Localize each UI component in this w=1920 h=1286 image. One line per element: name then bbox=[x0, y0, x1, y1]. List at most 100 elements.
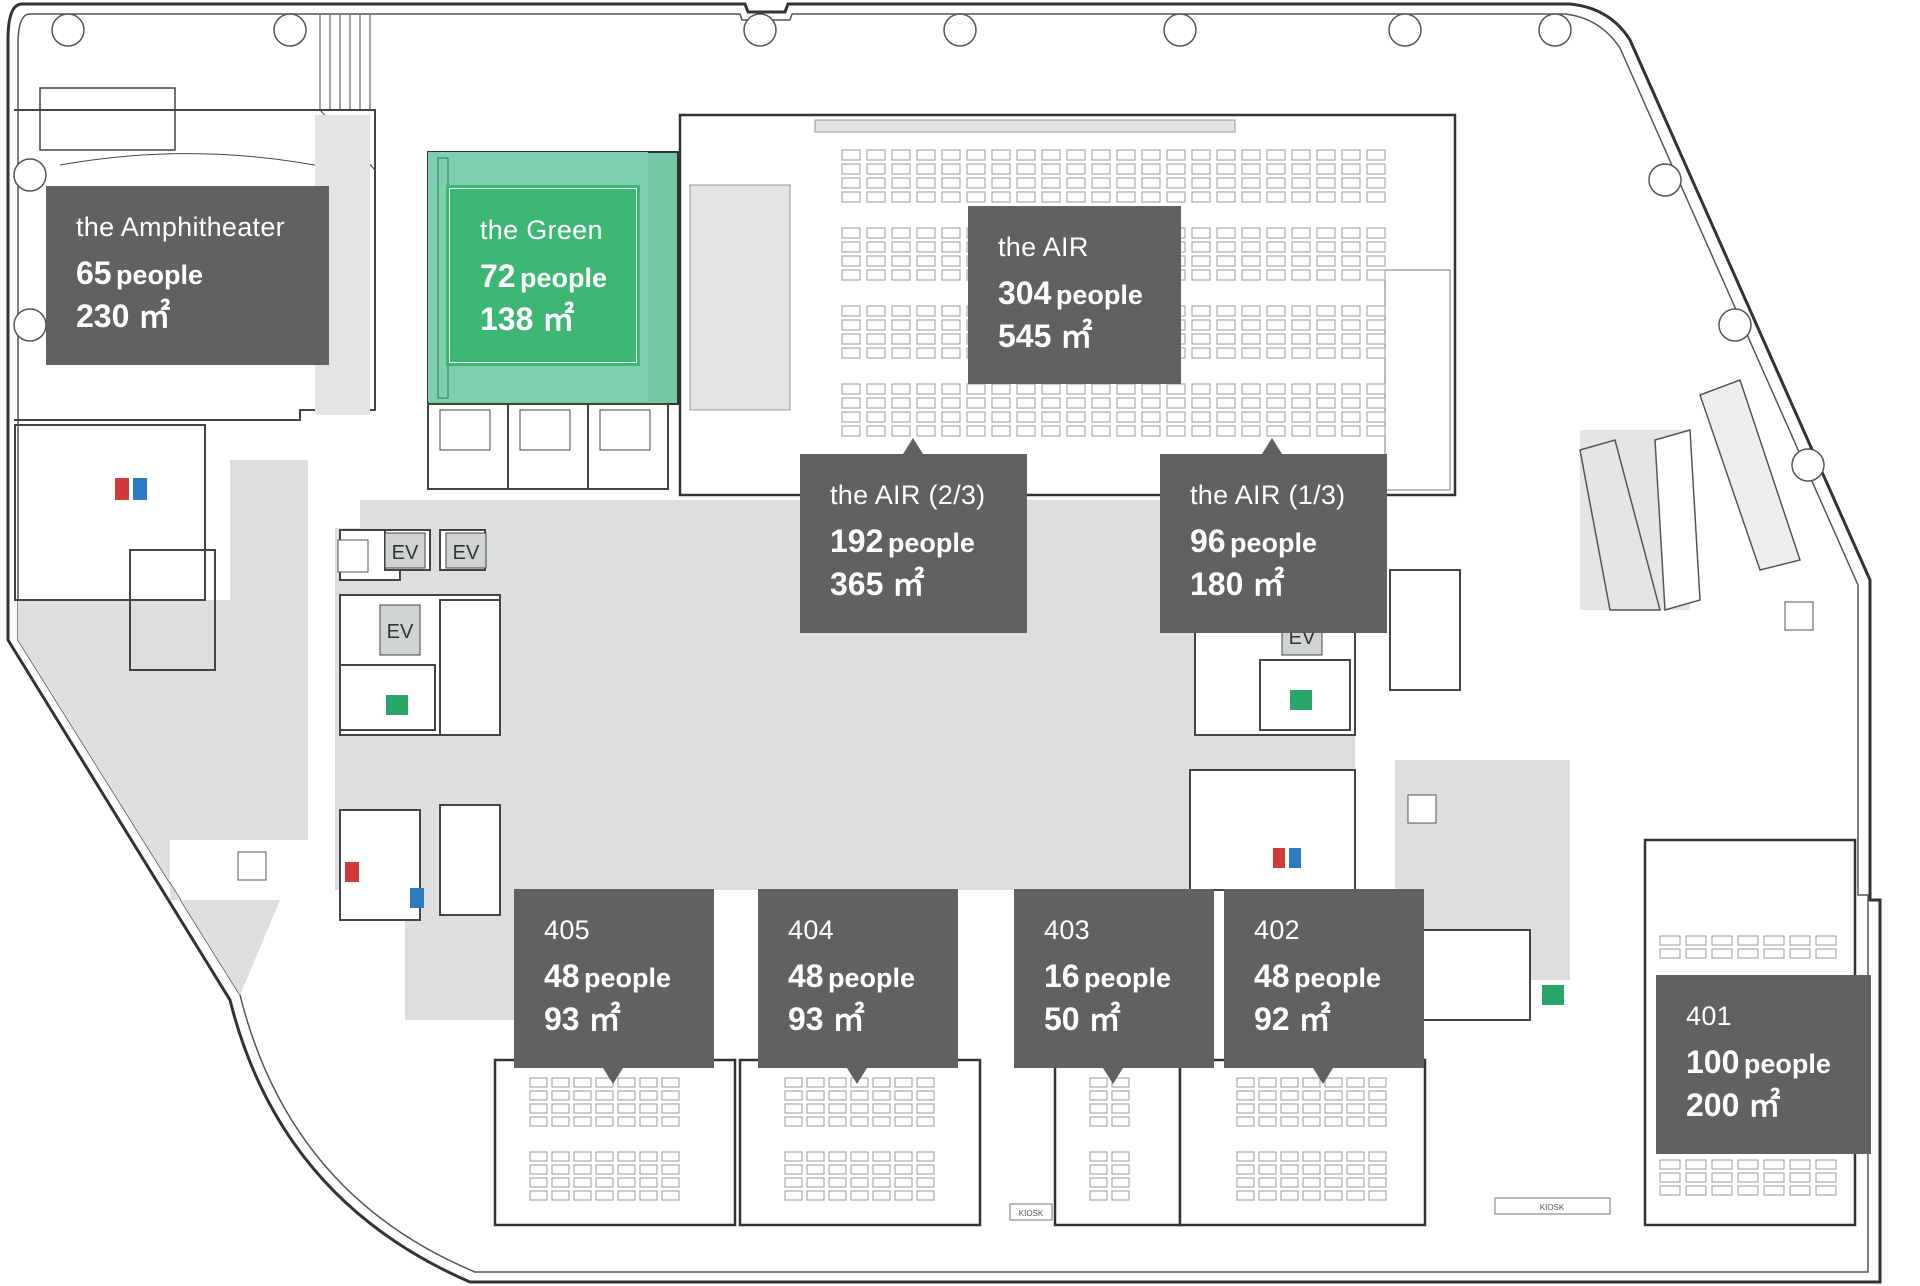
seat bbox=[1291, 227, 1311, 239]
seat bbox=[850, 1190, 869, 1201]
seat bbox=[894, 1077, 913, 1088]
seat bbox=[891, 227, 911, 239]
seat bbox=[941, 269, 961, 281]
seat bbox=[1066, 163, 1086, 175]
seat bbox=[617, 1177, 636, 1188]
seat bbox=[1191, 241, 1211, 253]
room-label-405[interactable]: 405 48 people 93 ㎡ bbox=[514, 889, 714, 1068]
seat bbox=[1191, 397, 1211, 409]
column bbox=[1648, 163, 1682, 197]
seat bbox=[1368, 1151, 1387, 1162]
seat bbox=[1191, 333, 1211, 345]
seat bbox=[1089, 1103, 1108, 1114]
seat bbox=[639, 1164, 658, 1175]
seat bbox=[1116, 191, 1136, 203]
seat bbox=[1789, 1185, 1811, 1196]
ev-label: EV bbox=[453, 542, 480, 564]
seat bbox=[1236, 1077, 1255, 1088]
seat bbox=[1241, 177, 1261, 189]
room-label-amphitheater[interactable]: the Amphitheater 65 people 230 ㎡ bbox=[46, 186, 329, 365]
seat bbox=[841, 319, 861, 331]
seat bbox=[639, 1077, 658, 1088]
seat bbox=[1280, 1116, 1299, 1127]
seat bbox=[1116, 149, 1136, 161]
seat bbox=[639, 1177, 658, 1188]
room-label-403[interactable]: 403 16 people 50 ㎡ bbox=[1014, 889, 1214, 1068]
seat bbox=[1111, 1090, 1130, 1101]
label-pointer bbox=[1103, 1068, 1123, 1084]
seat bbox=[866, 319, 886, 331]
area-unit: ㎡ bbox=[1252, 566, 1285, 602]
room-capacity: 304 bbox=[998, 275, 1052, 311]
seat bbox=[1711, 1185, 1733, 1196]
seat bbox=[1116, 383, 1136, 395]
seat bbox=[1141, 411, 1161, 423]
seat bbox=[941, 333, 961, 345]
seat bbox=[1241, 163, 1261, 175]
room-label-air[interactable]: the AIR 304 people 545 ㎡ bbox=[968, 206, 1181, 384]
seat bbox=[551, 1077, 570, 1088]
room-capacity: 192 bbox=[830, 523, 884, 559]
seat bbox=[866, 255, 886, 267]
seat bbox=[891, 163, 911, 175]
seat bbox=[1368, 1090, 1387, 1101]
seat bbox=[1346, 1077, 1365, 1088]
seat bbox=[1091, 149, 1111, 161]
seat bbox=[1266, 241, 1286, 253]
seat bbox=[1316, 149, 1336, 161]
seat bbox=[1291, 319, 1311, 331]
seat bbox=[941, 305, 961, 317]
people-unit: people bbox=[1743, 1049, 1831, 1079]
room-capacity: 48 bbox=[788, 958, 824, 994]
seat bbox=[1366, 383, 1386, 395]
seat bbox=[1366, 191, 1386, 203]
room-label-green[interactable]: the Green 72 people 138 ㎡ bbox=[449, 188, 637, 363]
seat bbox=[1241, 269, 1261, 281]
seat bbox=[1091, 191, 1111, 203]
seat bbox=[1111, 1164, 1130, 1175]
seat bbox=[1341, 149, 1361, 161]
seat bbox=[1091, 411, 1111, 423]
room-label-air-1-3[interactable]: the AIR (1/3) 96 people 180 ㎡ bbox=[1160, 454, 1387, 633]
seat bbox=[784, 1190, 803, 1201]
ev-label: EV bbox=[392, 542, 419, 564]
seat bbox=[916, 333, 936, 345]
seat bbox=[1316, 411, 1336, 423]
seat bbox=[1366, 333, 1386, 345]
seat bbox=[1258, 1164, 1277, 1175]
area-unit: ㎡ bbox=[1748, 1087, 1781, 1123]
elevators: EV EV EV EV bbox=[379, 532, 1323, 656]
people-unit: people bbox=[520, 263, 608, 293]
seat bbox=[1291, 305, 1311, 317]
seat bbox=[991, 411, 1011, 423]
seat bbox=[1368, 1077, 1387, 1088]
room-label-air-2-3[interactable]: the AIR (2/3) 192 people 365 ㎡ bbox=[800, 454, 1027, 633]
seat bbox=[1291, 241, 1311, 253]
seat bbox=[1236, 1151, 1255, 1162]
room-name: the AIR bbox=[998, 232, 1089, 262]
seat bbox=[1763, 1172, 1785, 1183]
seat bbox=[1066, 177, 1086, 189]
seat bbox=[595, 1151, 614, 1162]
seat bbox=[891, 241, 911, 253]
seat bbox=[841, 241, 861, 253]
seat bbox=[1316, 347, 1336, 359]
room-label-404[interactable]: 404 48 people 93 ㎡ bbox=[758, 889, 958, 1068]
seat bbox=[1089, 1190, 1108, 1201]
seat bbox=[894, 1164, 913, 1175]
seat bbox=[841, 227, 861, 239]
seat bbox=[916, 305, 936, 317]
seat bbox=[1191, 269, 1211, 281]
room-label-401[interactable]: 401 100 people 200 ㎡ bbox=[1656, 975, 1871, 1154]
seat bbox=[1324, 1090, 1343, 1101]
seat bbox=[1191, 347, 1211, 359]
seat bbox=[1258, 1090, 1277, 1101]
column bbox=[13, 158, 47, 192]
seat bbox=[1111, 1177, 1130, 1188]
people-unit: people bbox=[584, 963, 672, 993]
room-label-402[interactable]: 402 48 people 92 ㎡ bbox=[1224, 889, 1424, 1068]
elevator-icon bbox=[337, 539, 369, 573]
seat bbox=[966, 425, 986, 437]
seat bbox=[1236, 1190, 1255, 1201]
seat bbox=[1089, 1090, 1108, 1101]
